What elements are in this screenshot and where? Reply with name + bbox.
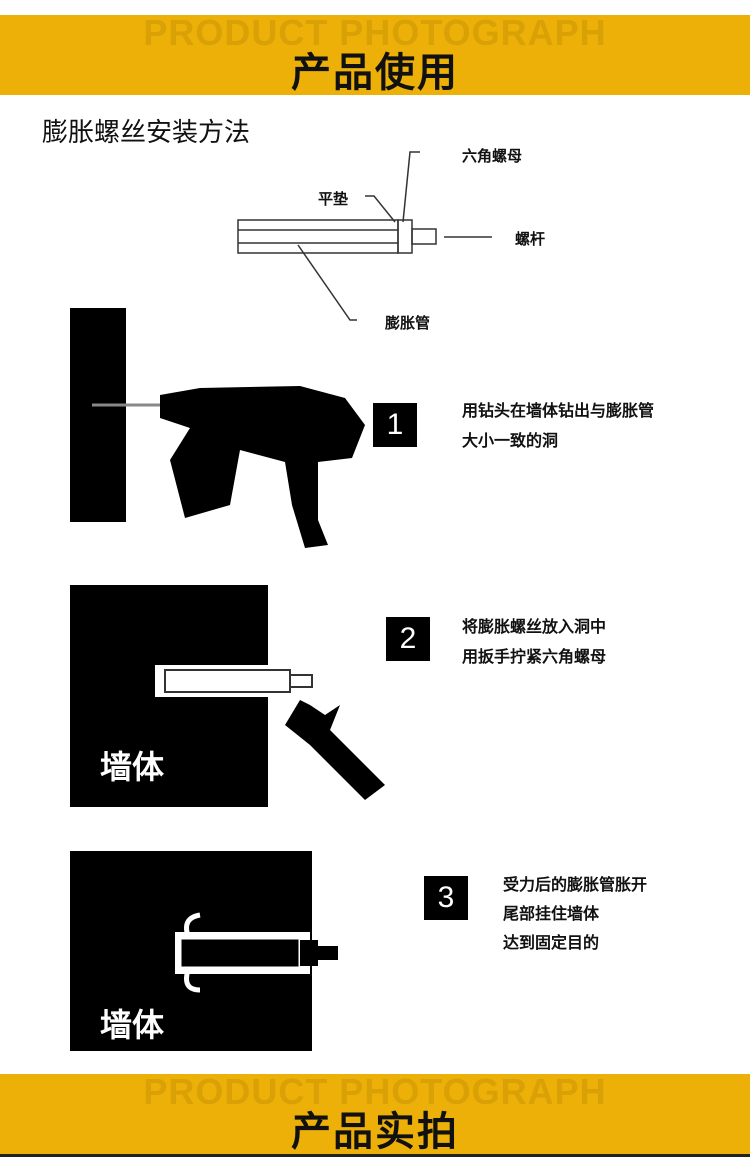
label-rod: 螺杆	[515, 230, 546, 248]
wall-2-label: 墙体	[100, 748, 165, 786]
step-3-text: 受力后的膨胀管胀开尾部挂住墙体达到固定目的	[503, 875, 648, 952]
bottom-banner: PRODUCT PHOTOGRAPH 产品实拍	[0, 1074, 750, 1157]
label-nut: 六角螺母	[462, 147, 523, 165]
wall-3-label: 墙体	[100, 1006, 165, 1044]
bolt-diagram	[237, 151, 492, 321]
label-sleeve: 膨胀管	[385, 314, 431, 332]
bolt-in-hole	[164, 669, 291, 693]
step-1-text: 用钻头在墙体钻出与膨胀管大小一致的洞	[462, 401, 655, 450]
wall-1	[70, 308, 126, 522]
banner-title: 产品使用	[291, 50, 459, 95]
banner-title: 产品实拍	[291, 1109, 459, 1155]
drill-icon	[160, 386, 365, 548]
banner-watermark: PRODUCT PHOTOGRAPH	[143, 1074, 607, 1112]
wrench-icon	[285, 700, 385, 800]
step-2-text: 将膨胀螺丝放入洞中用扳手拧紧六角螺母	[462, 617, 607, 666]
step-3-number: 3	[424, 876, 468, 920]
expanded-bolt	[178, 936, 302, 970]
label-washer: 平垫	[318, 190, 349, 208]
banner-watermark: PRODUCT PHOTOGRAPH	[143, 15, 607, 53]
top-banner: PRODUCT PHOTOGRAPH 产品使用	[0, 15, 750, 95]
step-2-number: 2	[386, 617, 430, 661]
step-1-number: 1	[373, 403, 417, 447]
section-title: 膨胀螺丝安装方法	[42, 118, 251, 148]
